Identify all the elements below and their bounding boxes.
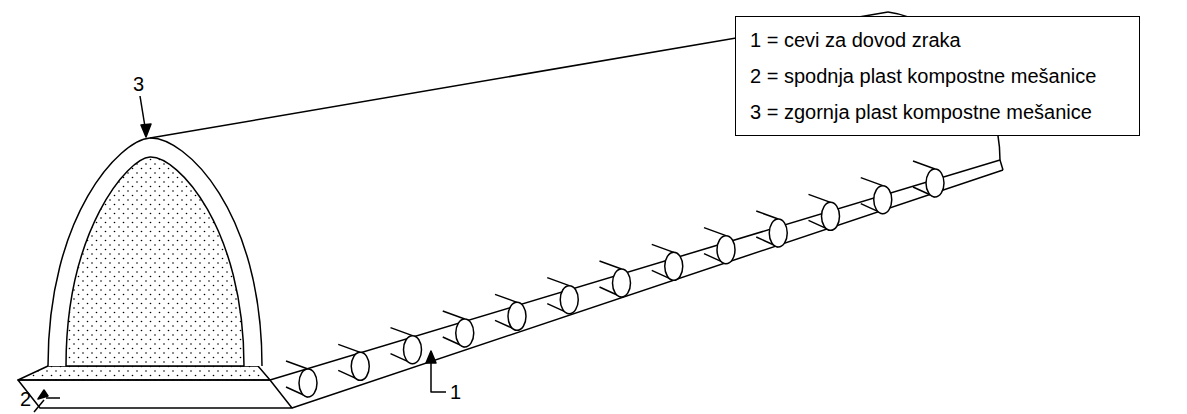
arrowhead (141, 124, 151, 137)
legend-entry: 2 = spodnja plast kompostne mešanice (750, 63, 1125, 89)
base-layer (18, 380, 292, 408)
pipe-end (508, 302, 526, 330)
callout-number: 2 (20, 389, 31, 409)
pipe-end (665, 252, 683, 280)
pipe-end (456, 319, 474, 347)
base-layer-top (18, 366, 270, 380)
pipe-end (822, 202, 840, 230)
pipe-end (351, 352, 369, 380)
leader-line (34, 400, 44, 412)
back-edge (1000, 160, 1003, 170)
legend-entry: 3 = zgornja plast kompostne mešanice (750, 99, 1125, 125)
air-pipes (286, 161, 944, 397)
legend-box: 1 = cevi za dovod zraka 2 = spodnja plast… (735, 16, 1140, 136)
pipe-end (560, 286, 578, 314)
arrowhead (38, 390, 48, 399)
pipe-end (717, 236, 735, 264)
side-edge (292, 170, 1003, 408)
side-edge (270, 160, 1000, 380)
pipe-end (926, 169, 944, 197)
compost-core (66, 157, 244, 366)
outer-arch (48, 138, 262, 366)
pipe-end (404, 336, 422, 364)
callout-number: 1 (450, 382, 461, 402)
pipe-end (769, 219, 787, 247)
arrowhead (426, 351, 436, 363)
legend-entry: 1 = cevi za dovod zraka (750, 27, 1125, 53)
pipe-end (299, 369, 317, 397)
pipe-end (613, 269, 631, 297)
callout-number: 3 (133, 74, 144, 94)
pipe-end (874, 186, 892, 214)
leader-line (46, 397, 60, 399)
